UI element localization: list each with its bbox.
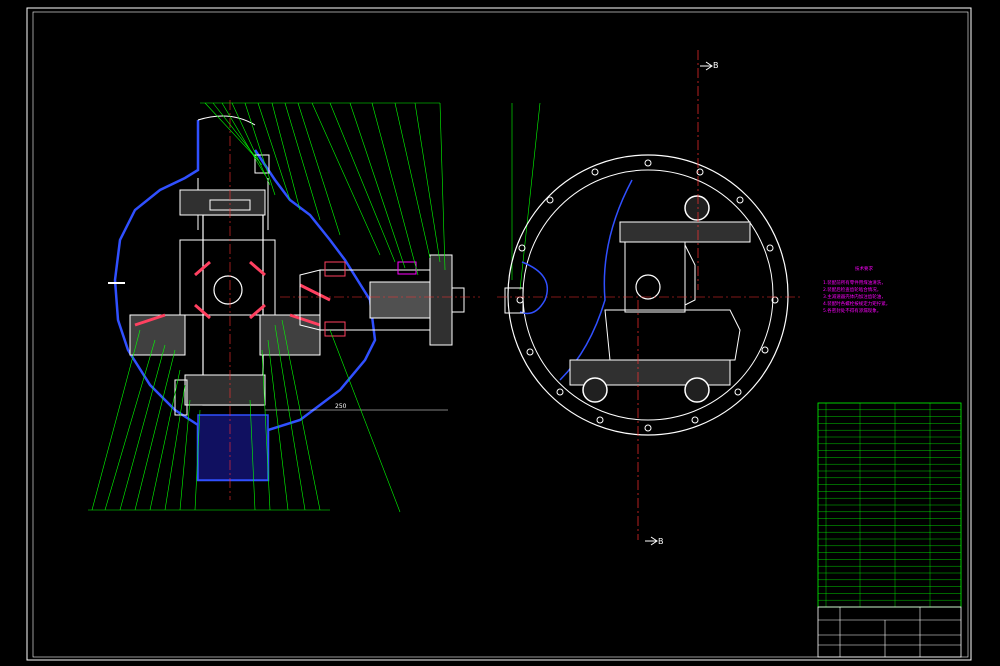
side-gear-teeth [194,260,266,320]
ring-gear-view [604,309,741,361]
outer-border [26,7,972,661]
side-cover [519,261,549,315]
cross-pin [213,275,243,305]
note-5: 5.各密封处不得有渗漏现象。 [823,307,881,314]
flange-nut [451,287,465,313]
boss-side [684,244,696,306]
oil-seal [397,261,417,275]
pinion-boss [624,241,686,313]
leader-lines-top [200,102,446,276]
upper-plug [684,195,710,221]
companion-flange [429,254,453,346]
lower-plug-left [582,377,608,403]
technical-notes: 技术要求 1.装配前所有零件用煤油清洗， 2.装配后检查齿轮啮合情况， 3.主减… [823,265,890,314]
lower-bolt [174,379,188,416]
dimension-value: 250 [335,403,347,410]
lower-bearing-block [184,374,266,406]
end-view: B B [497,50,800,546]
bearing-cap-upper [619,221,751,243]
diff-case [179,239,276,316]
section-marker-top: B [713,61,719,70]
parts-list [817,402,962,608]
section-arrow-bottom [645,536,658,546]
side-bolt [504,287,524,314]
upper-bearing-block [179,189,266,216]
bevel-gear-teeth [134,283,331,327]
inner-border [32,11,969,658]
front-bearing-lower [324,321,346,337]
section-arrow-top [700,61,713,71]
flange-bolt-holes [516,159,779,432]
pinion-shaft [369,281,436,319]
note-2: 2.装配后检查齿轮啮合情况， [823,286,881,293]
outer-flange-circle [507,154,789,436]
note-1: 1.装配前所有零件用煤油清洗， [823,279,886,286]
housing-lower-neck [197,414,269,481]
shaft-bore [635,274,661,300]
title-block [817,606,962,658]
ring-gear-left [129,314,186,356]
section-view: 250 [108,100,480,500]
housing-neck [197,115,256,126]
front-bearing [324,261,346,277]
note-3: 3.主减速器壳体内加注齿轮油， [823,293,886,300]
leader-lines-bottom [88,102,541,513]
section-marker-bottom: B [658,537,664,546]
notes-title: 技术要求 [855,265,873,272]
note-4: 4.装配时各螺栓按规定力矩拧紧， [823,300,890,307]
lower-plug-right [684,377,710,403]
cut-boundary [559,179,633,381]
